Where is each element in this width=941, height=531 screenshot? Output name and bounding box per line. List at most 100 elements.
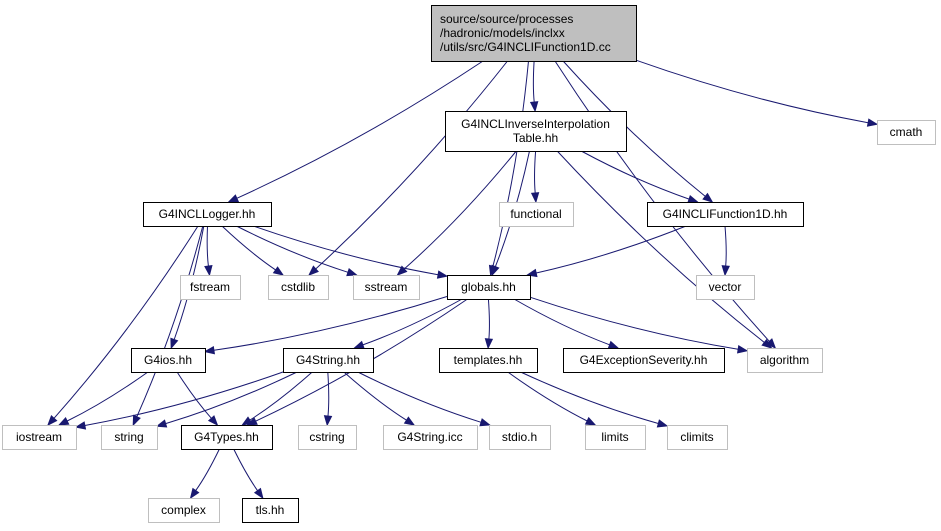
node-logger[interactable]: G4INCLLogger.hh bbox=[143, 202, 272, 227]
edge-arrowhead bbox=[207, 415, 219, 427]
node-box bbox=[431, 5, 637, 62]
node-label: climits bbox=[680, 430, 713, 444]
edge-line bbox=[213, 296, 448, 351]
edge-g4string-to-g4types bbox=[241, 371, 313, 426]
edge-arrowhead bbox=[227, 194, 240, 203]
edge-arrowhead bbox=[272, 266, 285, 276]
edge-root-to-logger bbox=[227, 60, 484, 203]
node-box bbox=[447, 275, 531, 300]
edge-arrowhead bbox=[484, 338, 494, 350]
edge-line bbox=[520, 371, 659, 424]
node-box bbox=[877, 120, 936, 145]
edge-arrowhead bbox=[736, 344, 749, 354]
node-iostream: iostream bbox=[2, 425, 77, 450]
edge-arrowhead bbox=[155, 419, 168, 428]
node-box bbox=[2, 425, 77, 450]
node-box bbox=[353, 275, 420, 300]
node-label: Table.hh bbox=[513, 131, 558, 145]
edge-arrowhead bbox=[57, 417, 70, 426]
dependency-edges bbox=[47, 59, 879, 500]
node-functional: functional bbox=[499, 202, 574, 227]
edge-line bbox=[315, 60, 508, 270]
edge-line bbox=[492, 60, 529, 267]
node-label: globals.hh bbox=[461, 280, 516, 294]
edge-line bbox=[562, 60, 706, 197]
edge-line bbox=[580, 150, 690, 200]
edge-globals-to-g4exc bbox=[513, 298, 620, 349]
edge-arrowhead bbox=[396, 265, 408, 276]
node-label: /hadronic/models/inclxx bbox=[440, 26, 565, 40]
edge-arrowhead bbox=[353, 340, 365, 349]
edge-invinterp-to-algorithm bbox=[556, 150, 773, 349]
edge-arrowhead bbox=[761, 338, 773, 349]
node-g4ios[interactable]: G4ios.hh bbox=[131, 348, 206, 373]
edge-line bbox=[556, 150, 765, 343]
edge-arrowhead bbox=[47, 415, 58, 427]
edge-arrowhead bbox=[526, 268, 538, 278]
node-globals[interactable]: globals.hh bbox=[447, 275, 531, 300]
edge-line bbox=[536, 225, 687, 274]
edge-arrowhead bbox=[170, 337, 179, 350]
node-box bbox=[696, 275, 755, 300]
node-sstream: sstream bbox=[353, 275, 420, 300]
node-templates[interactable]: templates.hh bbox=[439, 348, 538, 373]
edge-line bbox=[165, 371, 298, 425]
edge-ifunction-to-vector bbox=[721, 225, 730, 277]
edge-arrowhead bbox=[656, 419, 669, 428]
node-label: G4Types.hh bbox=[194, 430, 259, 444]
edge-root-to-globals bbox=[488, 60, 529, 277]
edge-line bbox=[136, 225, 204, 418]
edge-arrowhead bbox=[721, 265, 730, 277]
edge-root-to-invinterp bbox=[529, 60, 539, 113]
node-box bbox=[445, 111, 627, 152]
edge-globals-to-g4string bbox=[353, 298, 463, 349]
edge-arrowhead bbox=[765, 338, 777, 350]
edge-line bbox=[221, 225, 276, 271]
node-root[interactable]: source/source/processes/hadronic/models/… bbox=[431, 5, 637, 62]
edge-logger-to-cstdlib bbox=[221, 225, 285, 276]
node-label: cstdlib bbox=[281, 280, 315, 294]
edge-g4types-to-tls bbox=[233, 448, 264, 500]
node-label: limits bbox=[601, 430, 628, 444]
node-box bbox=[268, 275, 329, 300]
node-climits: climits bbox=[667, 425, 728, 450]
edge-line bbox=[206, 225, 209, 267]
node-box bbox=[181, 425, 273, 450]
node-box bbox=[148, 498, 220, 523]
node-g4types[interactable]: G4Types.hh bbox=[181, 425, 273, 450]
edge-line bbox=[362, 298, 463, 346]
node-g4string[interactable]: G4String.hh bbox=[283, 348, 374, 373]
node-label: vector bbox=[709, 280, 742, 294]
edge-line bbox=[195, 448, 220, 491]
node-limits: limits bbox=[585, 425, 646, 450]
edge-line bbox=[236, 225, 349, 273]
node-label: G4String.hh bbox=[296, 353, 360, 367]
edge-arrowhead bbox=[687, 194, 699, 203]
edge-templates-to-limits bbox=[507, 371, 597, 426]
node-g4exc[interactable]: G4ExceptionSeverity.hh bbox=[563, 348, 725, 373]
edge-arrowhead bbox=[607, 340, 620, 349]
node-label: functional bbox=[510, 207, 561, 221]
edge-logger-to-string bbox=[132, 225, 204, 427]
edge-line bbox=[403, 150, 517, 270]
edge-line bbox=[249, 371, 313, 421]
edge-arrowhead bbox=[530, 192, 540, 204]
edge-globals-to-algorithm bbox=[529, 296, 749, 354]
node-label: cmath bbox=[890, 125, 923, 139]
edge-line bbox=[357, 371, 482, 423]
node-label: G4ios.hh bbox=[144, 353, 192, 367]
edge-logger-to-iostream bbox=[47, 225, 199, 427]
edge-arrowhead bbox=[241, 416, 253, 426]
edge-g4ios-to-iostream bbox=[57, 371, 149, 426]
edge-arrowhead bbox=[403, 416, 416, 426]
edge-line bbox=[343, 371, 407, 421]
edge-arrowhead bbox=[436, 270, 449, 279]
node-ifunction[interactable]: G4INCLIFunction1D.hh bbox=[647, 202, 804, 227]
node-label: templates.hh bbox=[454, 353, 523, 367]
node-fstream: fstream bbox=[180, 275, 241, 300]
node-tls[interactable]: tls.hh bbox=[242, 498, 299, 523]
edge-line bbox=[724, 225, 727, 267]
edge-line bbox=[253, 225, 439, 276]
edge-logger-to-fstream bbox=[204, 225, 213, 277]
